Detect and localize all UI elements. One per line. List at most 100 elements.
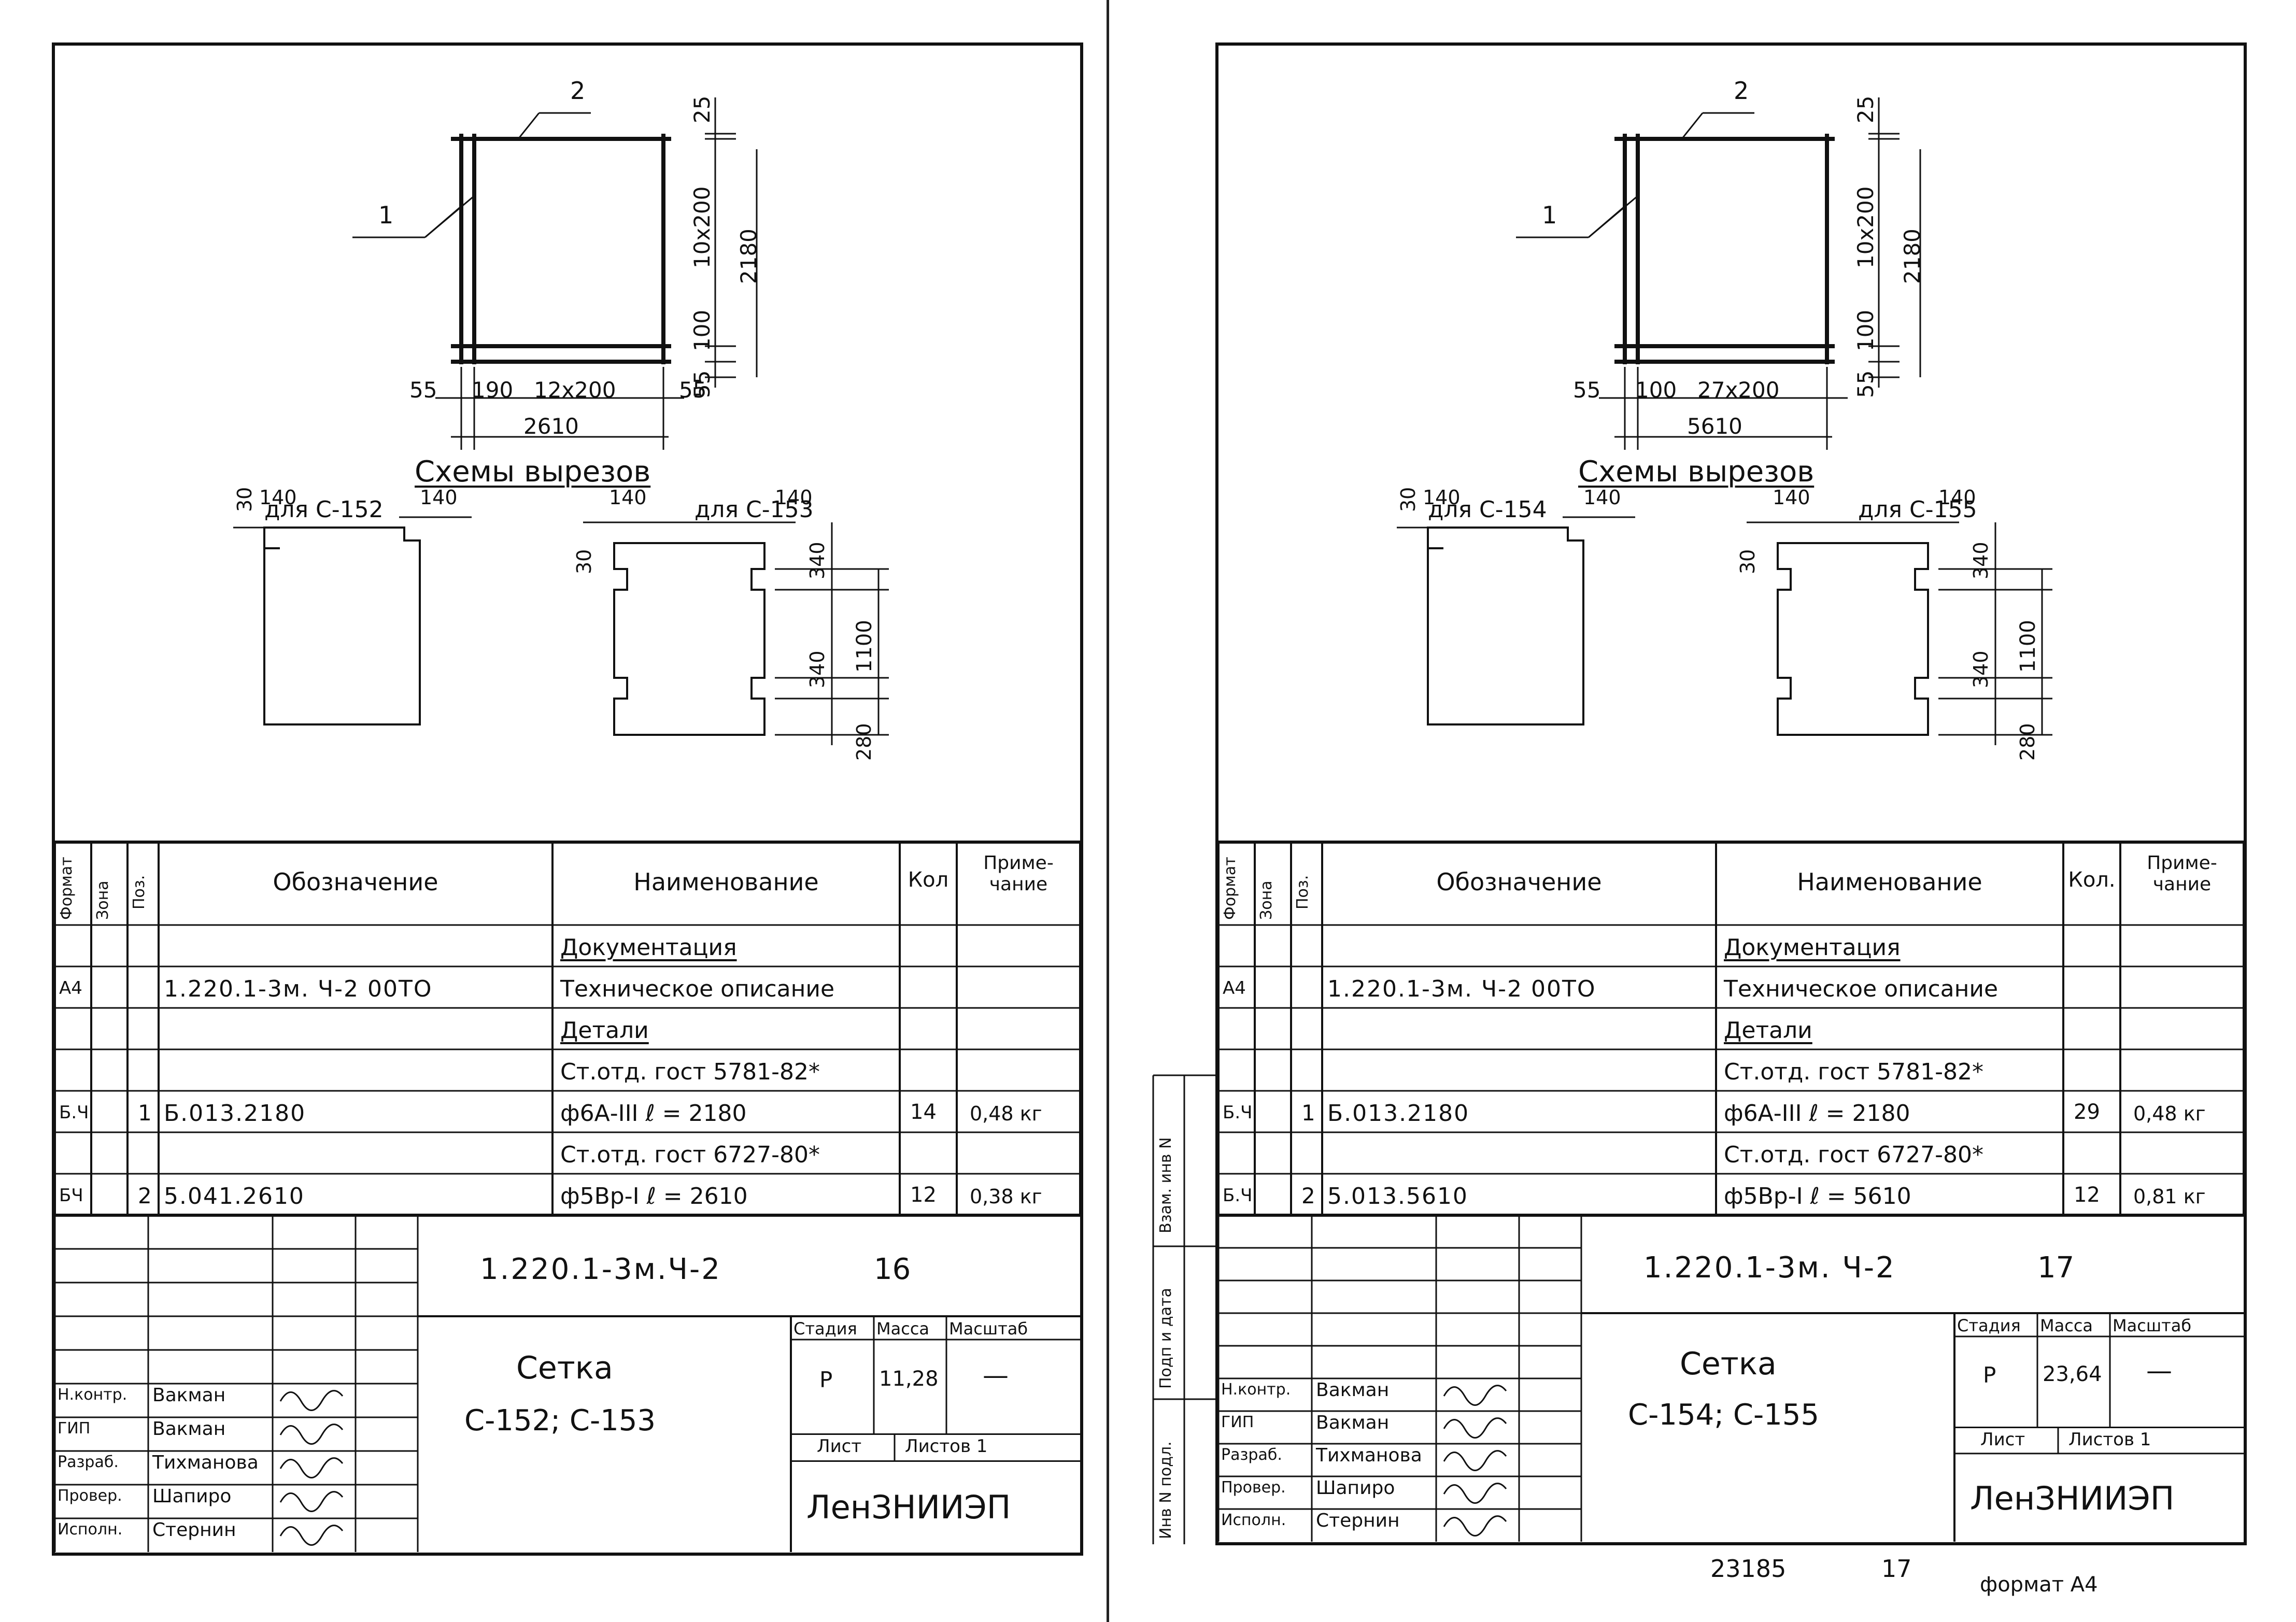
side-label-inv: Инв N подл. <box>1157 1441 1175 1539</box>
stamp-title: Сетка <box>1680 1346 1777 1382</box>
stamp-sheets-label: Листов 1 <box>2068 1429 2151 1450</box>
leader-2 <box>1681 112 1704 139</box>
header-zone: Зона <box>94 880 112 920</box>
dim-140-d: 140 <box>775 486 813 509</box>
cell-qty: 12 <box>910 1183 937 1207</box>
stamp-sheet-label: Лист <box>817 1435 862 1457</box>
stamp-role: Разраб. <box>58 1453 119 1471</box>
side-label-vzam: Взам. инв N <box>1157 1137 1175 1233</box>
stamp-name: Стернин <box>152 1519 236 1541</box>
dim-140-c: 140 <box>1773 486 1810 509</box>
cell-name: Детали <box>560 1017 649 1044</box>
cutout-b-outline <box>613 542 766 736</box>
cutout-a-outline <box>263 527 421 725</box>
dim-140-c: 140 <box>609 486 647 509</box>
stamp-scale: — <box>2146 1355 2172 1386</box>
dim-total-length: 5610 <box>1687 414 1742 439</box>
header-note: Приме-чание <box>983 852 1054 895</box>
cell-name: Ст.отд. гост 5781-82* <box>1724 1059 1983 1085</box>
cell-designation: 5.013.5610 <box>1327 1183 1468 1210</box>
cell-note: 0,38 кг <box>970 1185 1042 1208</box>
dim-340-a: 340 <box>1969 542 1992 579</box>
stamp-role: ГИП <box>58 1419 91 1438</box>
dim-25: 25 <box>1853 95 1878 123</box>
cell-name: ф6А-III ℓ = 2180 <box>560 1100 747 1127</box>
stamp-mass: 23,64 <box>2043 1362 2102 1386</box>
cutout-a-outline <box>1427 527 1584 725</box>
stamp-scale-label: Масштаб <box>949 1319 1028 1339</box>
cell-format: Б.Ч <box>1223 1185 1253 1206</box>
stamp-code: 1.220.1-3м.Ч-2 <box>480 1252 721 1286</box>
leader-2 <box>517 112 540 139</box>
cell-designation: Б.013.2180 <box>164 1100 306 1127</box>
header-designation: Обозначение <box>1436 868 1602 896</box>
cell-name: Ст.отд. гост 6727-80* <box>1724 1142 1983 1168</box>
stamp-stage-label: Стадия <box>1957 1316 2021 1335</box>
signature <box>279 1424 344 1445</box>
dim-10x200: 10x200 <box>689 186 715 268</box>
dim-280: 280 <box>2016 723 2039 761</box>
header-format: Формат <box>58 857 76 920</box>
dim-30-b: 30 <box>1736 549 1759 574</box>
dim-140-a: 140 <box>259 486 297 509</box>
cell-designation: 1.220.1-3м. Ч-2 00ТО <box>1327 976 1596 1002</box>
stamp-scale: — <box>983 1360 1009 1390</box>
header-qty: Кол. <box>2068 868 2116 892</box>
cell-name: ф5Вр-I ℓ = 5610 <box>1724 1183 1911 1210</box>
dim-100: 100 <box>1853 309 1878 351</box>
header-name: Наименование <box>633 868 819 896</box>
cell-name: Техническое описание <box>560 976 835 1002</box>
signature <box>1443 1450 1507 1471</box>
header-pos: Поз. <box>1294 875 1312 909</box>
stamp-name: Стернин <box>1316 1510 1400 1531</box>
dim-2180: 2180 <box>1900 229 1925 284</box>
sheet-left <box>52 42 1083 1556</box>
stamp-sheet-label: Лист <box>1980 1429 2025 1450</box>
stamp-role: Исполн. <box>1221 1511 1286 1529</box>
cell-format: Б.Ч <box>59 1102 89 1123</box>
cutouts-title: Схемы вырезов <box>1578 455 1815 489</box>
dim-55-right: 55 <box>679 377 707 403</box>
dim-140-a: 140 <box>1423 486 1461 509</box>
dim-spacing: 27x200 <box>1697 377 1780 403</box>
stamp-name: Вакман <box>1316 1412 1390 1433</box>
signature <box>1443 1417 1507 1439</box>
leader-1 <box>424 205 462 238</box>
stamp-name: Тихманова <box>152 1452 259 1473</box>
signature <box>1443 1515 1507 1536</box>
dim-340-a: 340 <box>806 542 829 579</box>
cell-designation: Б.013.2180 <box>1327 1100 1470 1127</box>
header-name: Наименование <box>1797 868 1982 896</box>
footer-number: 23185 <box>1710 1555 1787 1583</box>
signature <box>279 1491 344 1512</box>
stamp-organization: ЛенЗНИИЭП <box>1970 1479 2175 1518</box>
stamp-role: Разраб. <box>1221 1446 1282 1464</box>
cell-name: Техническое описание <box>1724 976 1999 1002</box>
side-label-sign: Подп и дата <box>1157 1288 1175 1389</box>
cell-qty: 29 <box>2074 1100 2100 1124</box>
stamp-name: Вакман <box>152 1418 226 1440</box>
dim-10x200: 10x200 <box>1853 186 1878 268</box>
cutout-b-caption: для С-155 <box>1858 496 1977 523</box>
stamp-role: Н.контр. <box>58 1386 127 1404</box>
cell-name: Детали <box>1724 1017 1812 1044</box>
cell-name: Ст.отд. гост 6727-80* <box>560 1142 820 1168</box>
cell-name: Ст.отд. гост 5781-82* <box>560 1059 820 1085</box>
stamp-stage: Р <box>819 1367 833 1392</box>
header-note: Приме-чание <box>2147 852 2217 895</box>
stamp-name: Шапиро <box>1316 1477 1395 1499</box>
stamp-stage-label: Стадия <box>793 1319 857 1339</box>
cell-pos: 2 <box>1301 1183 1315 1208</box>
header-format: Формат <box>1221 857 1239 920</box>
dim-55-left: 55 <box>409 377 437 403</box>
signature <box>279 1525 344 1546</box>
dim-2180: 2180 <box>736 229 761 284</box>
dim-55: 55 <box>1853 370 1878 398</box>
dim-25: 25 <box>689 95 715 123</box>
cell-format: БЧ <box>59 1185 83 1206</box>
cell-pos: 1 <box>138 1100 152 1126</box>
cell-name: ф5Вр-I ℓ = 2610 <box>560 1183 748 1210</box>
cell-qty: 14 <box>910 1100 937 1124</box>
cutout-a-caption: для С-154 <box>1428 496 1547 523</box>
stamp-name: Шапиро <box>152 1486 232 1507</box>
